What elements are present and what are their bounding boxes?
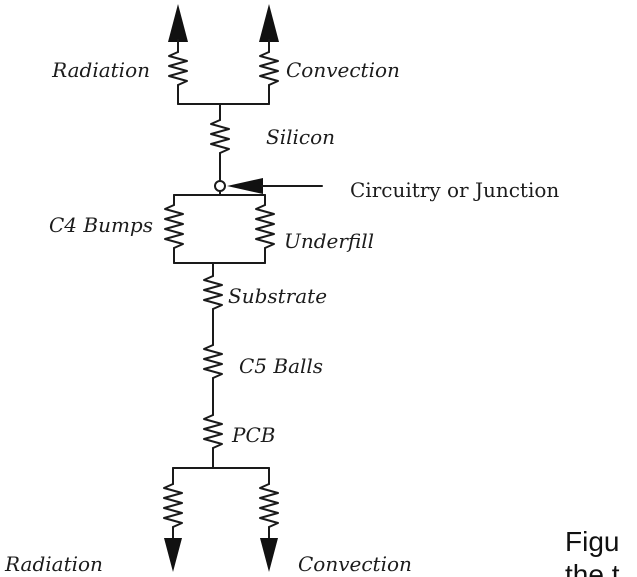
label-radiation-top: Radiation <box>51 58 150 82</box>
label-c4-bumps: C4 Bumps <box>49 213 153 237</box>
junction-pointer-arrow-icon <box>227 178 263 194</box>
label-c5-balls: C5 Balls <box>239 354 323 378</box>
convection-bottom-resistor <box>259 483 279 528</box>
c4-bumps-resistor <box>164 204 184 249</box>
c5-balls-resistor <box>203 344 223 379</box>
c5-balls-branch <box>203 344 223 416</box>
label-junction: Circuitry or Junction <box>350 178 559 202</box>
label-silicon: Silicon <box>266 125 335 149</box>
bottom-convection-branch <box>259 467 279 572</box>
caption-line-2: the t <box>565 559 620 577</box>
label-radiation-bottom: Radiation <box>4 552 103 576</box>
label-substrate: Substrate <box>228 284 327 308</box>
silicon-branch <box>210 103 230 181</box>
convection-up-arrow-icon <box>259 4 279 42</box>
silicon-resistor <box>210 119 230 154</box>
radiation-down-arrow-icon <box>164 538 182 572</box>
substrate-resistor <box>203 275 223 310</box>
pcb-resistor <box>203 414 223 449</box>
bottom-radiation-branch <box>163 467 183 572</box>
top-radiation-branch <box>168 4 188 105</box>
label-underfill: Underfill <box>284 229 374 253</box>
caption-line-1: Figu <box>565 526 619 557</box>
top-convection-branch <box>259 4 279 105</box>
label-convection-top: Convection <box>286 58 400 82</box>
label-convection-bottom: Convection <box>298 552 412 576</box>
junction-node <box>214 180 226 192</box>
label-pcb: PCB <box>231 423 275 447</box>
substrate-branch <box>203 262 223 346</box>
c4-underfill-block <box>164 190 275 264</box>
radiation-up-arrow-icon <box>168 4 188 42</box>
pcb-branch <box>203 414 223 469</box>
convection-top-resistor <box>259 51 279 86</box>
underfill-resistor <box>255 204 275 249</box>
radiation-bottom-resistor <box>163 483 183 528</box>
radiation-top-resistor <box>168 51 188 86</box>
convection-down-arrow-icon <box>260 538 278 572</box>
